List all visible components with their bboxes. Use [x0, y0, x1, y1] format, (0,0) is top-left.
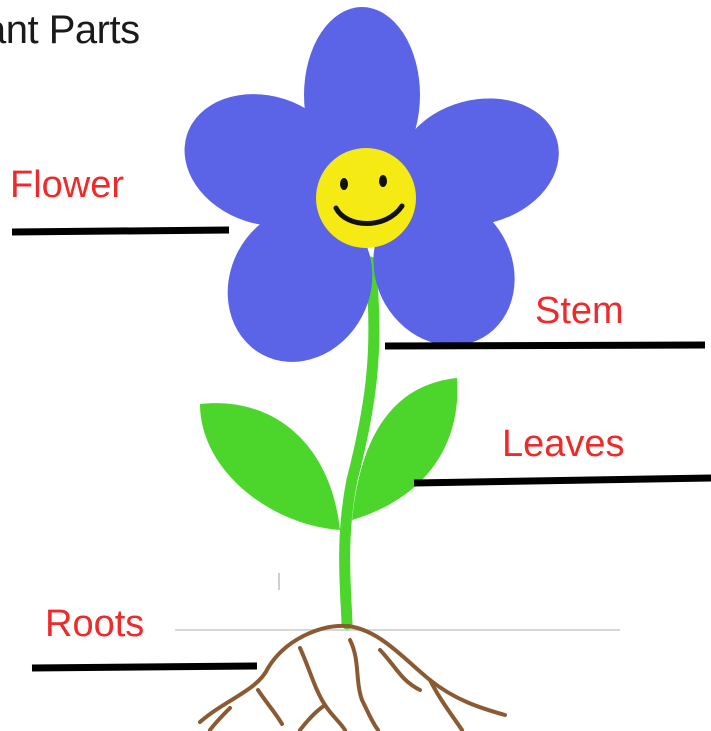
root-6 — [430, 680, 462, 730]
flower-center — [316, 148, 416, 248]
roots-label: Roots — [45, 603, 144, 646]
diagram-title: ant Parts — [0, 8, 140, 53]
stem-label: Stem — [535, 290, 624, 333]
flower-center-disc — [316, 148, 416, 248]
flower-label: Flower — [10, 164, 124, 207]
root-4 — [350, 640, 378, 730]
root-outline — [200, 626, 505, 722]
flower-label-line — [12, 230, 229, 232]
root-1 — [258, 690, 282, 724]
leaves-label: Leaves — [502, 423, 625, 466]
right-eye — [379, 175, 387, 187]
roots — [200, 626, 505, 730]
root-2 — [300, 648, 345, 730]
left-eye — [340, 178, 348, 190]
left-leaf — [200, 403, 340, 530]
roots-label-line — [32, 666, 257, 668]
root-3 — [300, 705, 325, 730]
leaves-label-line — [414, 478, 711, 483]
stem-label-line — [385, 345, 705, 346]
